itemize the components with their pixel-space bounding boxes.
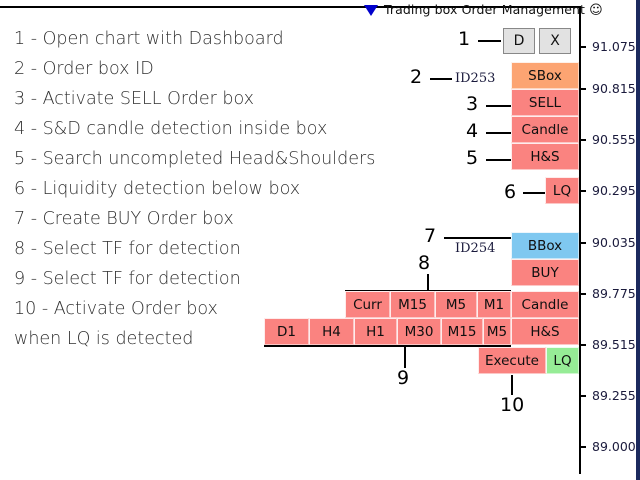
callout-leader-9-stem: [404, 346, 406, 368]
legend-item: 8 - Select TF for detection: [14, 239, 241, 259]
legend-item: 2 - Order box ID: [14, 59, 154, 79]
callout-leader-5: [486, 159, 511, 161]
price-label: 89.255: [592, 388, 636, 403]
close-button[interactable]: X: [539, 28, 571, 54]
panel-title: Trading box Order Management ☺: [384, 2, 603, 18]
sell-box-row-sell[interactable]: SELL: [511, 89, 579, 116]
chart-top-divider: [0, 6, 580, 8]
callout-leader-8-stem: [427, 274, 429, 292]
callout-number-5: 5: [466, 147, 479, 169]
price-tick: [581, 293, 586, 295]
legend-item: 3 - Activate SELL Order box: [14, 89, 255, 109]
callout-leader-9-bar: [264, 345, 511, 347]
buy-box-row-hs[interactable]: H&S: [511, 318, 579, 345]
price-label: 90.815: [592, 81, 636, 96]
callout-leader-2: [430, 78, 452, 80]
callout-leader-6: [523, 192, 545, 194]
sell-box-row-hs[interactable]: H&S: [511, 143, 579, 170]
tf-button-m5-bottom[interactable]: M5: [483, 318, 511, 345]
buy-box-row-lq[interactable]: LQ: [546, 347, 579, 374]
buy-box-row-buy[interactable]: BUY: [511, 259, 579, 286]
legend-item: 10 - Activate Order box: [14, 299, 218, 319]
dashboard-button[interactable]: D: [503, 28, 535, 54]
execute-button[interactable]: Execute: [478, 347, 546, 374]
tf-button-m5-top[interactable]: M5: [435, 291, 477, 318]
legend-item: when LQ is detected: [14, 329, 194, 349]
callout-number-10: 10: [500, 394, 525, 416]
price-label: 89.000: [592, 439, 636, 454]
price-label: 89.515: [592, 337, 636, 352]
callout-leader-7: [444, 237, 511, 239]
price-tick: [581, 139, 586, 141]
price-label: 90.295: [592, 183, 636, 198]
instruction-legend: 1 - Open chart with Dashboard 2 - Order …: [14, 24, 394, 354]
sell-box-header-sbox[interactable]: SBox: [511, 62, 579, 89]
price-tick: [581, 395, 586, 397]
price-label: 90.035: [592, 235, 636, 250]
smiley-icon: ☺: [589, 3, 603, 18]
price-tick: [581, 88, 586, 90]
price-label: 89.775: [592, 286, 636, 301]
callout-leader-10-stem: [511, 375, 513, 395]
callout-number-4: 4: [466, 120, 479, 142]
callout-leader-1: [478, 40, 501, 42]
callout-number-3: 3: [466, 93, 479, 115]
callout-leader-4: [486, 132, 511, 134]
price-tick: [581, 446, 586, 448]
callout-number-6: 6: [504, 181, 517, 203]
tf-button-h4[interactable]: H4: [309, 318, 354, 345]
tf-button-m1[interactable]: M1: [477, 291, 511, 318]
window-right-border: [636, 0, 640, 480]
buy-box-header-bbox[interactable]: BBox: [511, 232, 579, 259]
price-label: 91.075: [592, 39, 636, 54]
callout-number-9: 9: [397, 367, 410, 389]
price-tick: [581, 242, 586, 244]
legend-item: 4 - S&D candle detection inside box: [14, 119, 328, 139]
callout-number-1: 1: [458, 28, 471, 50]
tf-button-m30[interactable]: M30: [397, 318, 441, 345]
buy-box-row-candle[interactable]: Candle: [511, 291, 579, 318]
tf-button-d1[interactable]: D1: [264, 318, 309, 345]
sell-box-row-candle[interactable]: Candle: [511, 116, 579, 143]
legend-item: 9 - Select TF for detection: [14, 269, 241, 289]
callout-number-7: 7: [424, 225, 437, 247]
chart-arrow-marker-icon: [364, 5, 378, 16]
tf-button-h1[interactable]: H1: [354, 318, 397, 345]
legend-item: 7 - Create BUY Order box: [14, 209, 234, 229]
tf-button-m15-top[interactable]: M15: [390, 291, 435, 318]
tf-button-curr[interactable]: Curr: [345, 291, 390, 318]
buy-box-id-label: ID254: [455, 241, 496, 256]
price-label: 90.555: [592, 132, 636, 147]
legend-item: 6 - Liquidity detection below box: [14, 179, 301, 199]
tf-button-m15-bottom[interactable]: M15: [441, 318, 483, 345]
price-axis-line: [579, 6, 581, 474]
callout-number-8: 8: [418, 252, 431, 274]
price-tick: [581, 344, 586, 346]
price-tick: [581, 190, 586, 192]
sell-box-id-label: ID253: [455, 71, 496, 86]
legend-item: 1 - Open chart with Dashboard: [14, 29, 284, 49]
callout-leader-3: [486, 105, 511, 107]
callout-number-2: 2: [410, 66, 423, 88]
legend-item: 5 - Search uncompleted Head&Shoulders: [14, 149, 376, 169]
sell-box-row-lq[interactable]: LQ: [545, 177, 579, 204]
panel-title-text: Trading box Order Management: [384, 2, 586, 17]
price-tick: [581, 46, 586, 48]
